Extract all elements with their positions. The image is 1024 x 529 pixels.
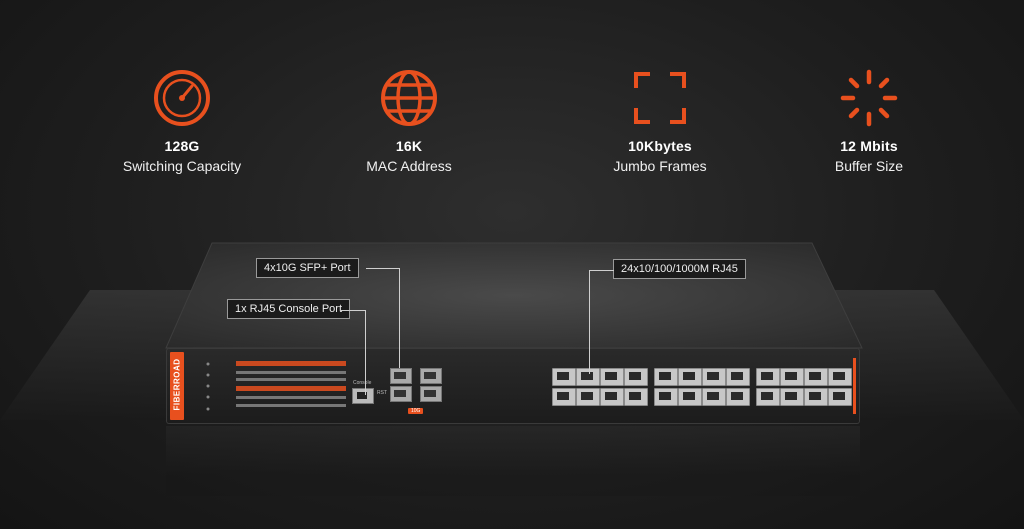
brand-strip: FIBERROAD xyxy=(170,352,184,420)
feature-value: 10Kbytes xyxy=(628,138,692,154)
speedometer-icon xyxy=(154,70,210,126)
rj45-port[interactable] xyxy=(600,368,624,386)
rst-label: RST xyxy=(377,390,387,396)
feature-value: 128G xyxy=(164,138,200,154)
leader-line xyxy=(589,270,614,271)
frame-corners-icon xyxy=(634,72,686,124)
feature-label: Buffer Size xyxy=(834,158,904,174)
rj45-port[interactable] xyxy=(702,388,726,406)
leader-line xyxy=(366,268,400,269)
feature-mac-address: 16K MAC Address xyxy=(319,68,499,174)
led-panel xyxy=(206,361,346,411)
rj45-port[interactable] xyxy=(576,368,600,386)
rj45-port[interactable] xyxy=(756,368,780,386)
rj45-port[interactable] xyxy=(780,388,804,406)
feature-buffer-size: 12 Mbits Buffer Size xyxy=(779,68,959,174)
feature-label: Switching Capacity xyxy=(122,158,242,174)
feature-jumbo-frames: 10Kbytes Jumbo Frames xyxy=(570,68,750,174)
feature-switching-capacity: 128G Switching Capacity xyxy=(92,68,272,174)
rj45-port[interactable] xyxy=(678,388,702,406)
leader-line xyxy=(399,268,400,368)
sfp-port[interactable] xyxy=(420,368,442,384)
rj45-port[interactable] xyxy=(726,368,750,386)
console-port[interactable] xyxy=(352,388,374,404)
rj45-port[interactable] xyxy=(726,388,750,406)
sfp-port[interactable] xyxy=(390,386,412,402)
rj45-port[interactable] xyxy=(654,388,678,406)
rj45-port[interactable] xyxy=(780,368,804,386)
callout-console-port: 1x RJ45 Console Port xyxy=(227,299,350,319)
feature-label: Jumbo Frames xyxy=(613,158,707,174)
brand-logo: FIBERROAD xyxy=(172,358,182,411)
feature-label: MAC Address xyxy=(366,158,452,174)
globe-icon xyxy=(381,70,437,126)
switch-front-panel: FIBERROAD Console RST 10G xyxy=(166,348,860,424)
rj45-port[interactable] xyxy=(702,368,726,386)
rj45-port[interactable] xyxy=(756,388,780,406)
rj45-port[interactable] xyxy=(828,368,852,386)
rj45-port[interactable] xyxy=(600,388,624,406)
rj45-port[interactable] xyxy=(828,388,852,406)
rj45-port[interactable] xyxy=(654,368,678,386)
sfp-port[interactable] xyxy=(390,368,412,384)
callout-rj45-port: 24x10/100/1000M RJ45 xyxy=(613,259,746,279)
rj45-port[interactable] xyxy=(576,388,600,406)
leader-line xyxy=(341,310,366,311)
rj45-port[interactable] xyxy=(552,368,576,386)
floor-reflection xyxy=(166,426,860,496)
rj45-port[interactable] xyxy=(624,368,648,386)
console-label: Console xyxy=(353,380,372,386)
feature-value: 12 Mbits xyxy=(840,138,898,154)
callout-sfp-port: 4x10G SFP+ Port xyxy=(256,258,359,278)
loading-spinner-icon xyxy=(840,69,898,127)
sfp-badge: 10G xyxy=(408,408,424,414)
accent-strip xyxy=(853,358,856,414)
rj45-port[interactable] xyxy=(804,388,828,406)
feature-value: 16K xyxy=(395,138,423,154)
sfp-port[interactable] xyxy=(420,386,442,402)
rj45-port[interactable] xyxy=(552,388,576,406)
rj45-port[interactable] xyxy=(624,388,648,406)
leader-line xyxy=(589,270,590,374)
rj45-port[interactable] xyxy=(804,368,828,386)
rj45-port[interactable] xyxy=(678,368,702,386)
leader-line xyxy=(365,310,366,395)
